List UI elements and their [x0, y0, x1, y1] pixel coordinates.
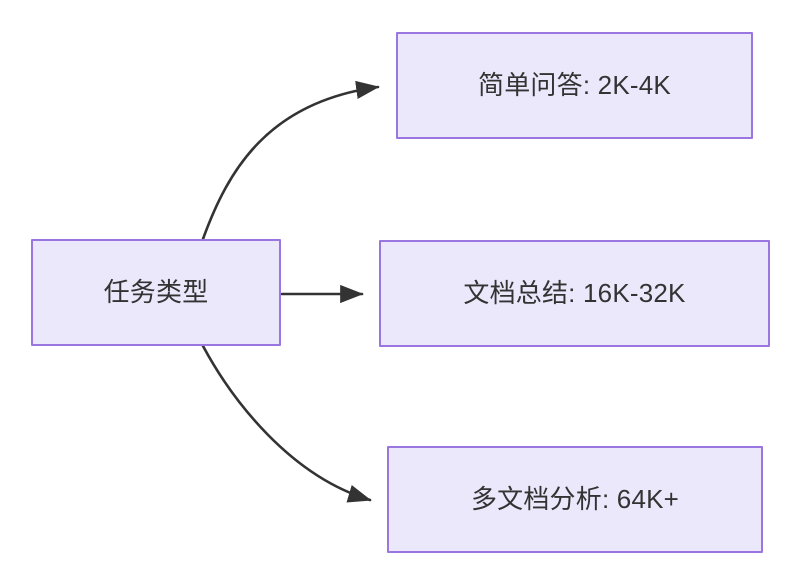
- node-doc-summary[interactable]: 文档总结: 16K-32K: [379, 240, 770, 347]
- node-label: 文档总结: 16K-32K: [463, 277, 686, 308]
- node-label: 多文档分析: 64K+: [470, 483, 680, 514]
- edge-root-to-simple-qa: [201, 80, 380, 241]
- node-label: 任务类型: [103, 276, 209, 307]
- node-multi-doc[interactable]: 多文档分析: 64K+: [387, 446, 763, 553]
- node-task-type[interactable]: 任务类型: [31, 239, 281, 346]
- node-label: 简单问答: 2K-4K: [478, 69, 671, 100]
- node-simple-qa[interactable]: 简单问答: 2K-4K: [396, 32, 753, 139]
- edge-root-to-multi-doc: [201, 344, 372, 503]
